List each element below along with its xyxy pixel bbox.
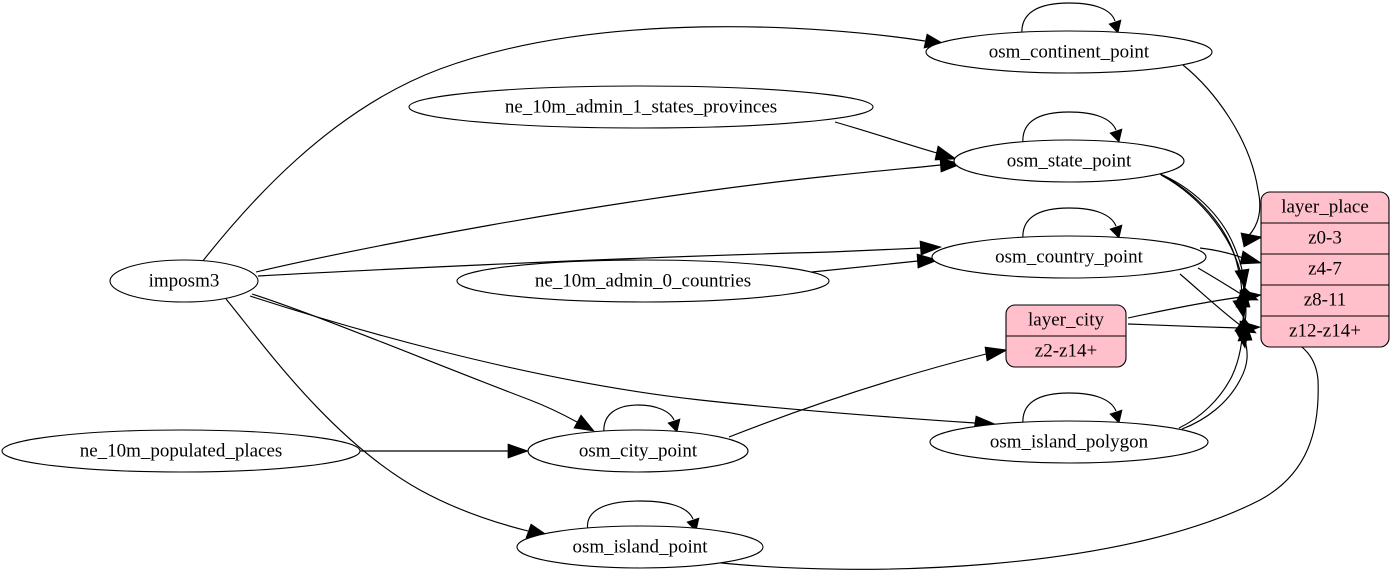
edge-imposm3-to-osm-continent-point xyxy=(201,26,945,263)
edge-imposm3-to-osm-country-point xyxy=(257,240,943,277)
edge-imposm3-to-osm-state-point xyxy=(255,157,963,273)
record-node-layer: layer_place z0-3 z4-7 z8-11 z12-z14+ lay… xyxy=(1005,191,1390,368)
node-osm-country-point[interactable]: osm_country_point xyxy=(931,235,1207,279)
node-ne-10m-admin-1-states-provinces[interactable]: ne_10m_admin_1_states_provinces xyxy=(408,85,874,129)
record-row-layer-city-title: layer_city xyxy=(1028,309,1104,330)
edge-layer xyxy=(201,2,1319,570)
self-loop-osm-city-point xyxy=(603,404,681,435)
self-loop-osm-island-polygon xyxy=(1022,392,1123,426)
edge-imposm3-to-osm-island-point xyxy=(225,298,548,539)
edge-osm-continent-point-to-layer-place-z0-3 xyxy=(1182,64,1264,248)
node-osm-city-point-shape[interactable] xyxy=(527,429,749,473)
node-osm-island-polygon-label: osm_island_polygon xyxy=(990,431,1149,452)
edge-osm-country-point-to-layer-place-z4-7 xyxy=(1199,247,1263,265)
node-ne-10m-admin-0-countries-label: ne_10m_admin_0_countries xyxy=(535,270,751,291)
record-node-layer-place[interactable]: layer_place z0-3 z4-7 z8-11 z12-z14+ xyxy=(1260,191,1390,348)
edge-ne-populated-places-to-osm-city-point xyxy=(360,443,530,459)
node-osm-country-point-shape[interactable] xyxy=(931,235,1207,279)
record-node-layer-place-box[interactable] xyxy=(1260,191,1390,348)
record-row-layer-place-title: layer_place xyxy=(1281,196,1369,217)
node-osm-continent-point[interactable]: osm_continent_point xyxy=(925,30,1213,74)
record-node-layer-city[interactable]: layer_city z2-z14+ xyxy=(1005,304,1127,368)
node-osm-city-point[interactable]: osm_city_point xyxy=(527,429,749,473)
node-osm-island-point-label: osm_island_point xyxy=(572,536,708,557)
node-osm-state-point[interactable]: osm_state_point xyxy=(953,139,1185,183)
node-imposm3-shape[interactable] xyxy=(109,259,259,303)
node-ne-10m-admin-0-countries[interactable]: ne_10m_admin_0_countries xyxy=(456,259,830,303)
node-ne-10m-populated-places-label: ne_10m_populated_places xyxy=(80,440,283,461)
edge-ne-states-to-osm-state-point xyxy=(834,121,958,161)
node-ne-10m-admin-1-states-provinces-label: ne_10m_admin_1_states_provinces xyxy=(505,96,777,117)
edge-imposm3-to-osm-island-polygon xyxy=(249,295,997,431)
node-osm-island-polygon-shape[interactable] xyxy=(929,420,1209,464)
node-ne-10m-populated-places-shape[interactable] xyxy=(1,429,361,473)
edge-layer-city-to-layer-place-z8-11 xyxy=(1127,289,1263,319)
record-row-layer-place-z0-3[interactable]: z0-3 xyxy=(1308,227,1342,248)
node-osm-state-point-label: osm_state_point xyxy=(1007,150,1132,171)
self-loop-osm-continent-point xyxy=(1021,2,1122,36)
self-loop-osm-country-point xyxy=(1022,207,1123,241)
edge-layer-city-to-layer-place-z12-z14 xyxy=(1127,320,1262,336)
record-row-layer-place-z12-z14[interactable]: z12-z14+ xyxy=(1289,320,1361,341)
node-imposm3[interactable]: imposm3 xyxy=(109,259,259,303)
node-osm-island-polygon[interactable]: osm_island_polygon xyxy=(929,420,1209,464)
self-loop-osm-state-point xyxy=(1022,111,1123,145)
node-osm-continent-point-shape[interactable] xyxy=(925,30,1213,74)
edge-ne-countries-to-osm-country-point xyxy=(811,253,940,273)
record-row-layer-place-z8-11[interactable]: z8-11 xyxy=(1304,289,1347,310)
edge-osm-island-polygon-to-layer-place-z12-z14 xyxy=(1181,321,1253,430)
edge-osm-city-point-to-layer-city xyxy=(728,346,1009,438)
node-osm-state-point-shape[interactable] xyxy=(953,139,1185,183)
record-row-layer-city-z2-z14[interactable]: z2-z14+ xyxy=(1035,340,1097,361)
edge-imposm3-to-osm-city-point xyxy=(251,293,595,432)
record-row-layer-place-z4-7[interactable]: z4-7 xyxy=(1308,258,1342,279)
node-osm-island-point[interactable]: osm_island_point xyxy=(516,525,764,569)
node-osm-city-point-label: osm_city_point xyxy=(579,440,698,461)
node-ne-10m-admin-1-states-provinces-shape[interactable] xyxy=(408,85,874,129)
node-ne-10m-populated-places[interactable]: ne_10m_populated_places xyxy=(1,429,361,473)
node-osm-continent-point-label: osm_continent_point xyxy=(989,41,1150,62)
node-ne-10m-admin-0-countries-shape[interactable] xyxy=(456,259,830,303)
node-osm-island-point-shape[interactable] xyxy=(516,525,764,569)
node-osm-country-point-label: osm_country_point xyxy=(995,246,1143,267)
node-layer: imposm3 ne_10m_populated_places ne_10m_a… xyxy=(1,30,1213,569)
node-imposm3-label: imposm3 xyxy=(149,270,220,291)
